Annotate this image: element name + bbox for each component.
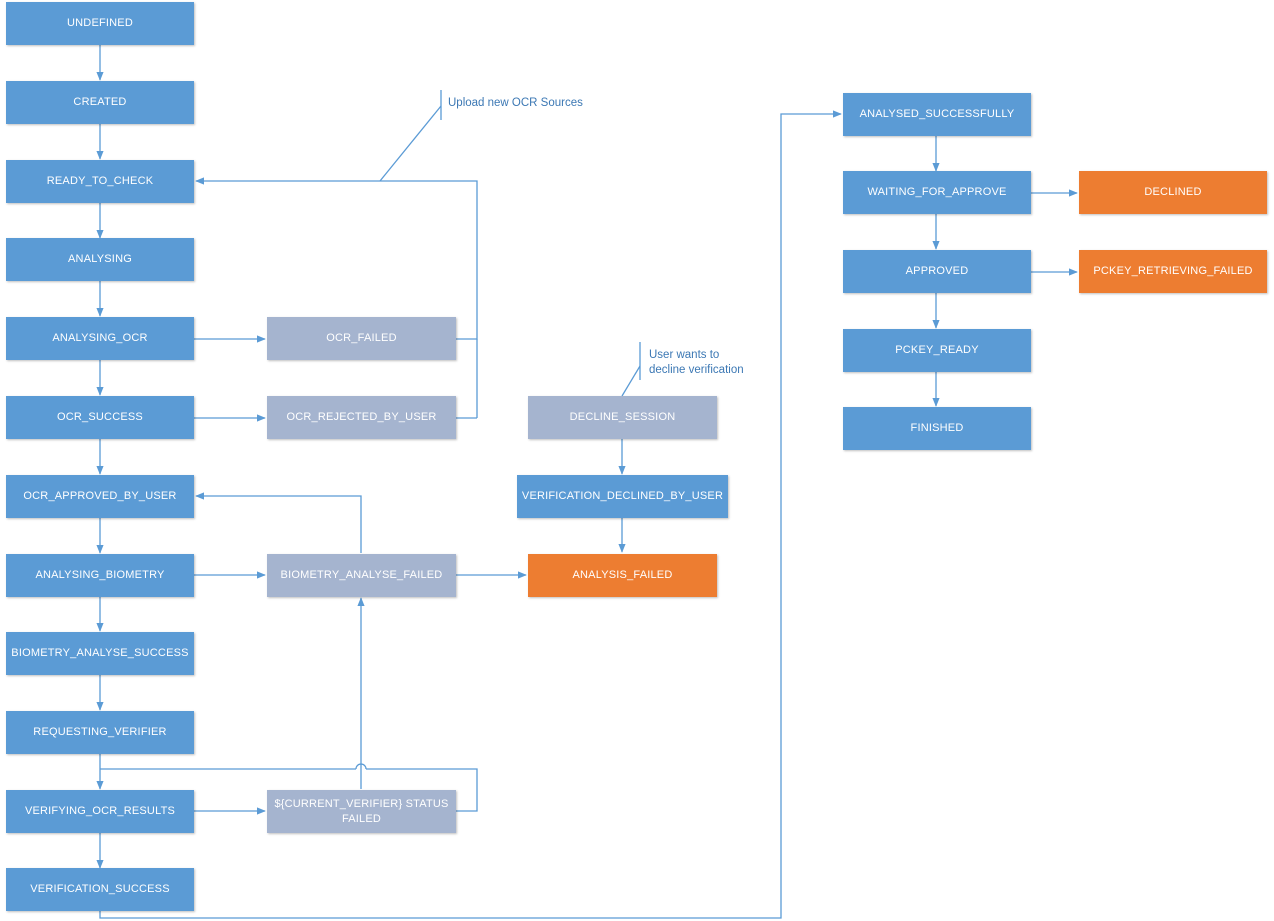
state-finished: FINISHED	[843, 407, 1031, 450]
state-verifying-ocr-results: VERIFYING_OCR_RESULTS	[6, 790, 194, 833]
state-analysis-failed: ANALYSIS_FAILED	[528, 554, 717, 597]
state-analysing-biometry: ANALYSING_BIOMETRY	[6, 554, 194, 597]
state-ready-to-check: READY_TO_CHECK	[6, 160, 194, 203]
state-pckey-retrieving-failed: PCKEY_RETRIEVING_FAILED	[1079, 250, 1267, 293]
state-ocr-failed: OCR_FAILED	[267, 317, 456, 360]
note-decline-verification: User wants to decline verification	[649, 349, 744, 376]
state-pckey-ready: PCKEY_READY	[843, 329, 1031, 372]
arrow-verification-analysed	[99, 110, 842, 919]
note-callout-decline	[621, 365, 641, 397]
loop-biometry-approved	[195, 492, 362, 553]
state-created: CREATED	[6, 81, 194, 124]
state-biometry-analyse-success: BIOMETRY_ANALYSE_SUCCESS	[6, 632, 194, 675]
state-analysing: ANALYSING	[6, 238, 194, 281]
loop-ocr-failed-ready	[195, 177, 478, 340]
state-approved: APPROVED	[843, 250, 1031, 293]
state-decline-session: DECLINE_SESSION	[528, 396, 717, 439]
note-callout-upload	[379, 105, 442, 182]
state-declined: DECLINED	[1079, 171, 1267, 214]
state-waiting-for-approve: WAITING_FOR_APPROVE	[843, 171, 1031, 214]
state-undefined: UNDEFINED	[6, 2, 194, 45]
state-biometry-analyse-failed: BIOMETRY_ANALYSE_FAILED	[267, 554, 456, 597]
state-verification-success: VERIFICATION_SUCCESS	[6, 868, 194, 911]
note-upload-ocr: Upload new OCR Sources	[448, 97, 583, 109]
state-analysing-ocr: ANALYSING_OCR	[6, 317, 194, 360]
state-ocr-rejected-by-user: OCR_REJECTED_BY_USER	[267, 396, 456, 439]
state-ocr-approved-by-user: OCR_APPROVED_BY_USER	[6, 475, 194, 518]
state-ocr-success: OCR_SUCCESS	[6, 396, 194, 439]
state-verification-declined-by-user: VERIFICATION_DECLINED_BY_USER	[517, 475, 728, 518]
state-current-verifier-failed: ${CURRENT_VERIFIER} STATUS FAILED	[267, 790, 456, 833]
state-requesting-verifier: REQUESTING_VERIFIER	[6, 711, 194, 754]
state-analysed-successfully: ANALYSED_SUCCESSFULLY	[843, 93, 1031, 136]
